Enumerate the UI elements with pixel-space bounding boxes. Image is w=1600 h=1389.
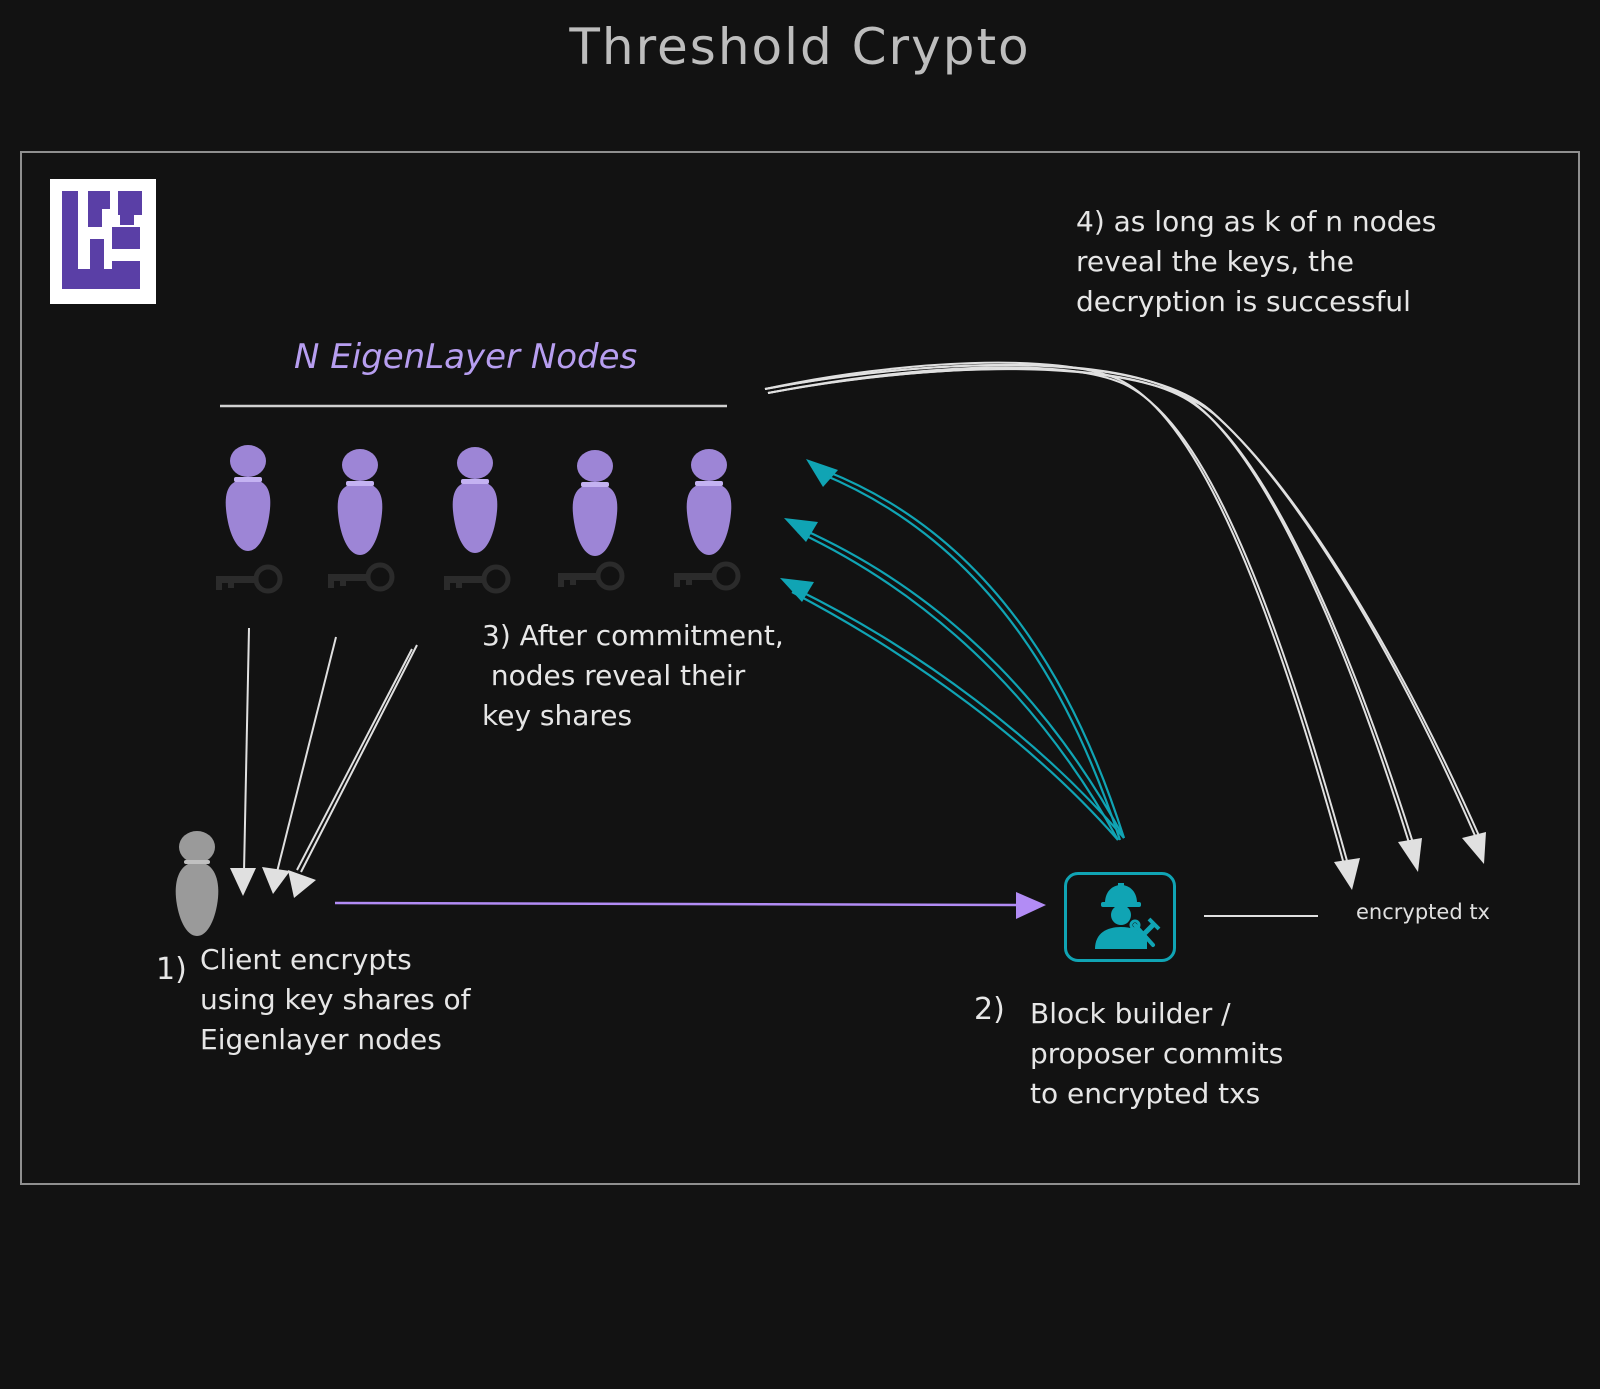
step4-text: 4) as long as k of n nodes reveal the ke… [1076, 205, 1437, 318]
builder-to-nodes-arrowheads [780, 459, 838, 602]
builder-to-nodes-arrows [791, 469, 1126, 841]
logo-mark-icon [62, 191, 142, 289]
node-5 [674, 449, 738, 588]
eigenlayer-logo [50, 179, 156, 304]
client-to-builder-arrowhead [1016, 892, 1046, 919]
node-3 [444, 447, 508, 591]
key-icon [216, 567, 280, 591]
client-person-icon [175, 831, 219, 936]
nodes-label: N EigenLayer Nodes [294, 337, 638, 377]
key-icon [558, 564, 622, 588]
node-person-icon [452, 447, 498, 553]
node-person-icon [572, 450, 618, 556]
node-2 [328, 449, 392, 589]
key-icon [444, 567, 508, 591]
step2-text: Block builder / proposer commits to encr… [1030, 997, 1284, 1110]
node-person-icon [225, 445, 271, 551]
node-4 [558, 450, 622, 588]
node-person-icon [337, 449, 383, 555]
step1-number: 1) [156, 952, 187, 987]
step1-text: Client encrypts using key shares of Eige… [200, 943, 471, 1056]
step2-number: 2) [974, 992, 1005, 1027]
node-1 [216, 445, 280, 591]
key-icon [674, 564, 738, 588]
node-to-client-arrows [243, 627, 418, 873]
node-to-client-arrowheads [230, 867, 316, 898]
nodes-to-encrypted-arrows [764, 361, 1481, 869]
node-person-icon [686, 449, 732, 555]
client-to-builder-arrow [334, 901, 1021, 907]
diagram-frame [20, 151, 1580, 1185]
diagram-title: Threshold Crypto [569, 18, 1031, 76]
nodes-to-encrypted-arrowheads [1334, 832, 1486, 890]
step3-text: 3) After commitment, nodes reveal their … [482, 619, 784, 732]
block-builder-box [1064, 872, 1176, 962]
worker-with-tools-icon [1095, 883, 1161, 949]
encrypted-tx-label: encrypted tx [1356, 900, 1490, 924]
key-icon [328, 565, 392, 589]
